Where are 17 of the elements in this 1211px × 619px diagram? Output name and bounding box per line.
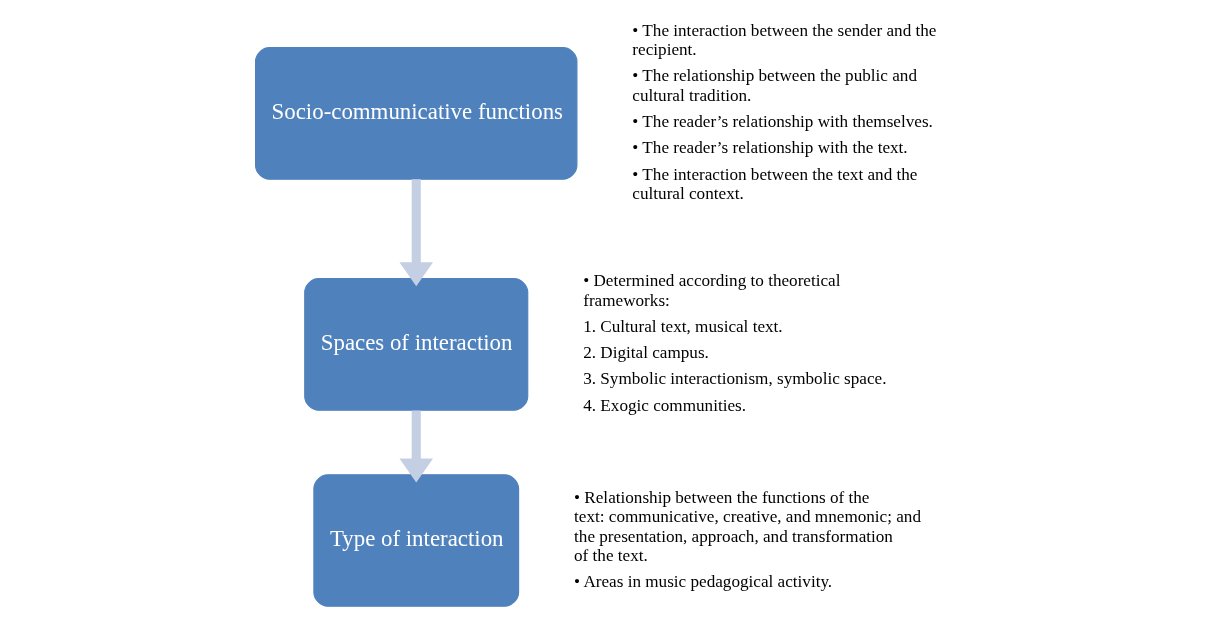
- arrow: [399, 410, 434, 483]
- node-label: • The interaction between the text and the cultural context.: [632, 164, 918, 204]
- node-label: • Areas in music pedagogical activity.: [574, 572, 833, 592]
- node-label: • Relationship between the functions of the text: communicative, creative, and mnemonic; and the presentation, approach, and transformation of the text.: [574, 487, 922, 566]
- node-label: 2. Digital campus.: [583, 343, 709, 363]
- node-label: • The reader’s relationship with themselves.: [632, 112, 933, 132]
- node-label: • The reader’s relationship with the text.: [632, 138, 908, 158]
- node-box: Type of interaction: [313, 474, 520, 607]
- node-box: Spaces of interaction: [304, 278, 529, 411]
- node-label: 4. Exogic communities.: [583, 395, 747, 415]
- node-label: 1. Cultural text, musical text.: [583, 316, 783, 336]
- node-label: • The relationship between the public and cultural tradition.: [632, 66, 917, 105]
- node-label: • Determined according to theoretical frameworks:: [583, 271, 841, 310]
- node-label: 3. Symbolic interactionism, symbolic space.: [583, 369, 887, 389]
- node-box: Socio-communicative functions: [255, 47, 578, 180]
- node-label: • The interaction between the sender and the recipient.: [632, 20, 937, 60]
- arrow: [399, 179, 434, 287]
